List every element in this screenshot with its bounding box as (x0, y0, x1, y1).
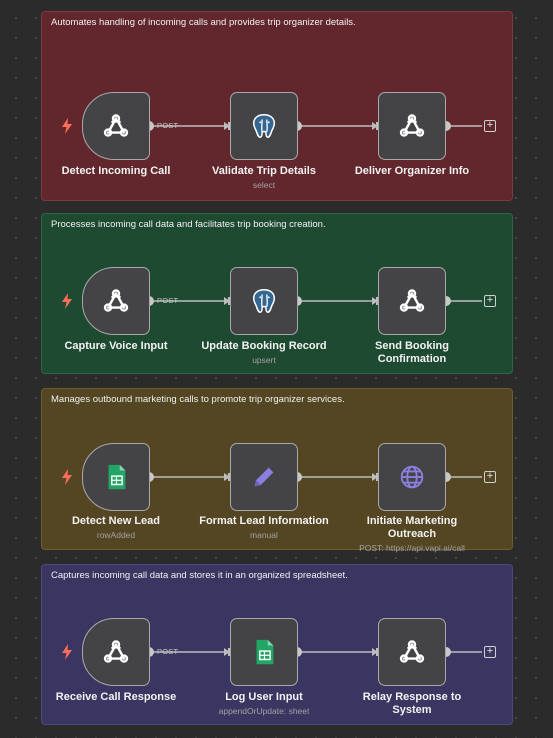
node-label: Format Lead Information (199, 515, 329, 527)
node-deliver-organizer-info[interactable] (378, 92, 446, 160)
node-format-lead-information[interactable] (230, 443, 298, 511)
trigger-bolt-icon (61, 469, 73, 485)
node-subtitle: rowAdded (96, 530, 136, 540)
node-log-user-input[interactable] (230, 618, 298, 686)
add-node-button[interactable]: + (484, 295, 496, 307)
node-label: Update Booking Record (201, 340, 327, 352)
add-node-button[interactable]: + (484, 120, 496, 132)
node-label: Capture Voice Input (64, 340, 168, 352)
node-validate-trip-details[interactable] (230, 92, 298, 160)
node-send-booking-confirmation[interactable] (378, 267, 446, 335)
group-description: Captures incoming call data and stores i… (51, 570, 348, 581)
group-description: Processes incoming call data and facilit… (51, 219, 326, 230)
node-label: Log User Input (225, 691, 303, 703)
group-description: Manages outbound marketing calls to prom… (51, 394, 345, 405)
trigger-bolt-icon (61, 644, 73, 660)
webhook-icon (101, 637, 131, 667)
webhook-icon (101, 111, 131, 141)
google-sheets-icon (101, 462, 131, 492)
google-sheets-icon (249, 637, 279, 667)
node-initiate-marketing-outreach[interactable] (378, 443, 446, 511)
add-node-button[interactable]: + (484, 646, 496, 658)
node-subtitle: manual (250, 530, 278, 540)
node-relay-response-to-system[interactable] (378, 618, 446, 686)
add-node-button[interactable]: + (484, 471, 496, 483)
postgres-icon (249, 286, 279, 316)
node-subtitle: POST: https://api.vapi.ai/call (359, 543, 465, 553)
webhook-icon (397, 637, 427, 667)
trigger-bolt-icon (61, 118, 73, 134)
node-label: Send Booking Confirmation (375, 340, 449, 365)
node-detect-incoming-call[interactable] (82, 92, 150, 160)
node-label: Relay Response to System (362, 691, 462, 716)
node-label: Receive Call Response (55, 691, 177, 703)
webhook-icon (397, 111, 427, 141)
node-capture-voice-input[interactable] (82, 267, 150, 335)
post-connection-label: POST (157, 121, 179, 130)
postgres-icon (249, 111, 279, 141)
post-connection-label: POST (157, 296, 179, 305)
node-label: Initiate Marketing Outreach (366, 515, 458, 540)
node-label: Validate Trip Details (212, 165, 316, 177)
post-connection-label: POST (157, 647, 179, 656)
webhook-icon (397, 286, 427, 316)
node-receive-call-response[interactable] (82, 618, 150, 686)
node-label: Deliver Organizer Info (354, 165, 470, 177)
node-subtitle: appendOrUpdate: sheet (218, 706, 310, 716)
trigger-bolt-icon (61, 293, 73, 309)
group-description: Automates handling of incoming calls and… (51, 17, 356, 28)
webhook-icon (101, 286, 131, 316)
node-subtitle: upsert (252, 355, 276, 365)
node-subtitle: select (252, 180, 276, 190)
node-update-booking-record[interactable] (230, 267, 298, 335)
node-label: Detect Incoming Call (61, 165, 171, 177)
node-label: Detect New Lead (71, 515, 161, 527)
node-detect-new-lead[interactable] (82, 443, 150, 511)
globe-icon (397, 462, 427, 492)
pencil-icon (249, 462, 279, 492)
